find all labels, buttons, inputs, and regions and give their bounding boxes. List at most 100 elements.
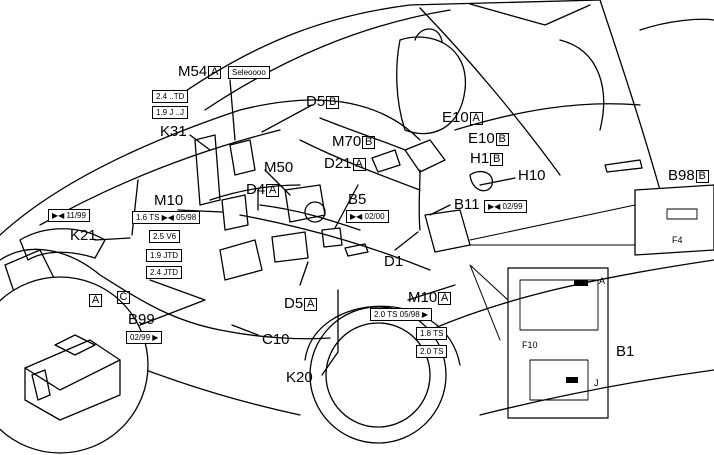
bumper [0,248,331,340]
b99-tag: 02/99 ▶ [126,331,163,344]
fluid-reservoir [194,134,221,206]
sunroof [469,3,591,26]
leader-b11 [429,204,451,216]
m10-left-tag-1: 1.6 TS ▶◀ 05/98 [132,211,201,224]
sill [429,259,714,331]
b5-tag: ▶◀ 02/00 [346,210,389,223]
m54-tag: Seleoooo [228,66,270,79]
wheel-arch [304,305,461,366]
m10-left-label: M10 [154,192,184,209]
front-wheel-hub [325,322,431,428]
b99-a-label: A [88,292,102,308]
leader-d5b [261,104,313,133]
k31-tag-2: 1.9 J ..J [152,106,189,119]
b99-label: B99 [128,311,155,328]
leader-c10 [231,324,259,336]
m10-right-tag-2: 1.8 TS [416,327,448,340]
steering-column [319,117,406,151]
b1-label: B1 [616,343,635,360]
battery-terminals [54,334,96,356]
inset-pointer [139,279,206,326]
k21-label: K21 [70,227,97,244]
leader-m50 [264,169,291,196]
headrest [414,28,443,43]
a-pillar [419,7,561,176]
leader-k20 [321,289,339,376]
leader-k21 [94,179,139,241]
door-line [454,103,641,131]
leader-d1 [394,231,419,251]
headlamp [19,228,106,261]
roof-outline [179,0,601,96]
leader-b5 [334,184,359,229]
k31-tag-1: 2.4 ..TD [152,90,189,103]
m10-right-tag-1: 2.0 TS 05/98 ▶ [370,308,433,321]
hood-crease [39,129,281,226]
m10-left-tag-3: 1.9 JTD [146,249,183,262]
leader-k31 [189,134,211,151]
battery [24,339,121,421]
battery-top [24,359,121,391]
b98-fuse-label: F4 [672,235,683,245]
fuse-holder [344,243,369,257]
mirror [469,171,493,192]
leader-h10 [479,177,516,186]
b5-label: B5 [348,191,367,208]
b99-c-label: C [116,289,130,305]
seat [396,36,466,135]
cowl [299,139,421,191]
battery-clamp [31,369,51,401]
front-wheel [309,306,447,444]
leader-m10a [407,284,456,301]
rear-seat [559,39,605,131]
m50-label: M50 [264,159,294,176]
b1-fuse-label: F10 [522,340,538,350]
k31-label: K31 [160,123,187,140]
b5-relay [321,227,343,248]
leader-m54 [229,79,236,141]
m10-right-tag-3: 2.0 TS [416,345,448,358]
b1-panel [507,267,609,419]
hood-edge [0,99,421,236]
d1-label: D1 [384,253,404,270]
intake [219,239,263,281]
rear-window-frame [639,18,714,31]
h10-label: H10 [518,167,546,184]
b11-label: B11 [454,196,480,213]
m10-left-tag-4: 2.4 JTD [146,266,183,279]
junction-block [271,231,309,263]
ecu-box [229,139,256,176]
b-pillar [599,0,661,191]
b11-tag: ▶◀ 02/99 [484,200,527,213]
rocker [479,369,714,416]
b11-module [424,209,471,253]
b1-j-label: J [594,378,599,388]
b98-panel [634,184,714,256]
abs-motor [304,201,326,223]
b1-a-label: A [599,276,606,286]
e10-unit [404,139,446,173]
fender-line [239,214,431,271]
battery-inset-circle [0,276,149,454]
c10-label: C10 [262,331,290,348]
windshield-frame [204,9,451,111]
m10-connector [221,194,249,231]
b98-pointer [469,204,636,246]
b1-pointer [469,264,509,341]
m10-left-tag-2: 2.5 V6 [149,230,181,243]
leader-d5a [299,261,309,286]
door-handle [604,159,643,173]
k20-label: K20 [286,369,313,386]
